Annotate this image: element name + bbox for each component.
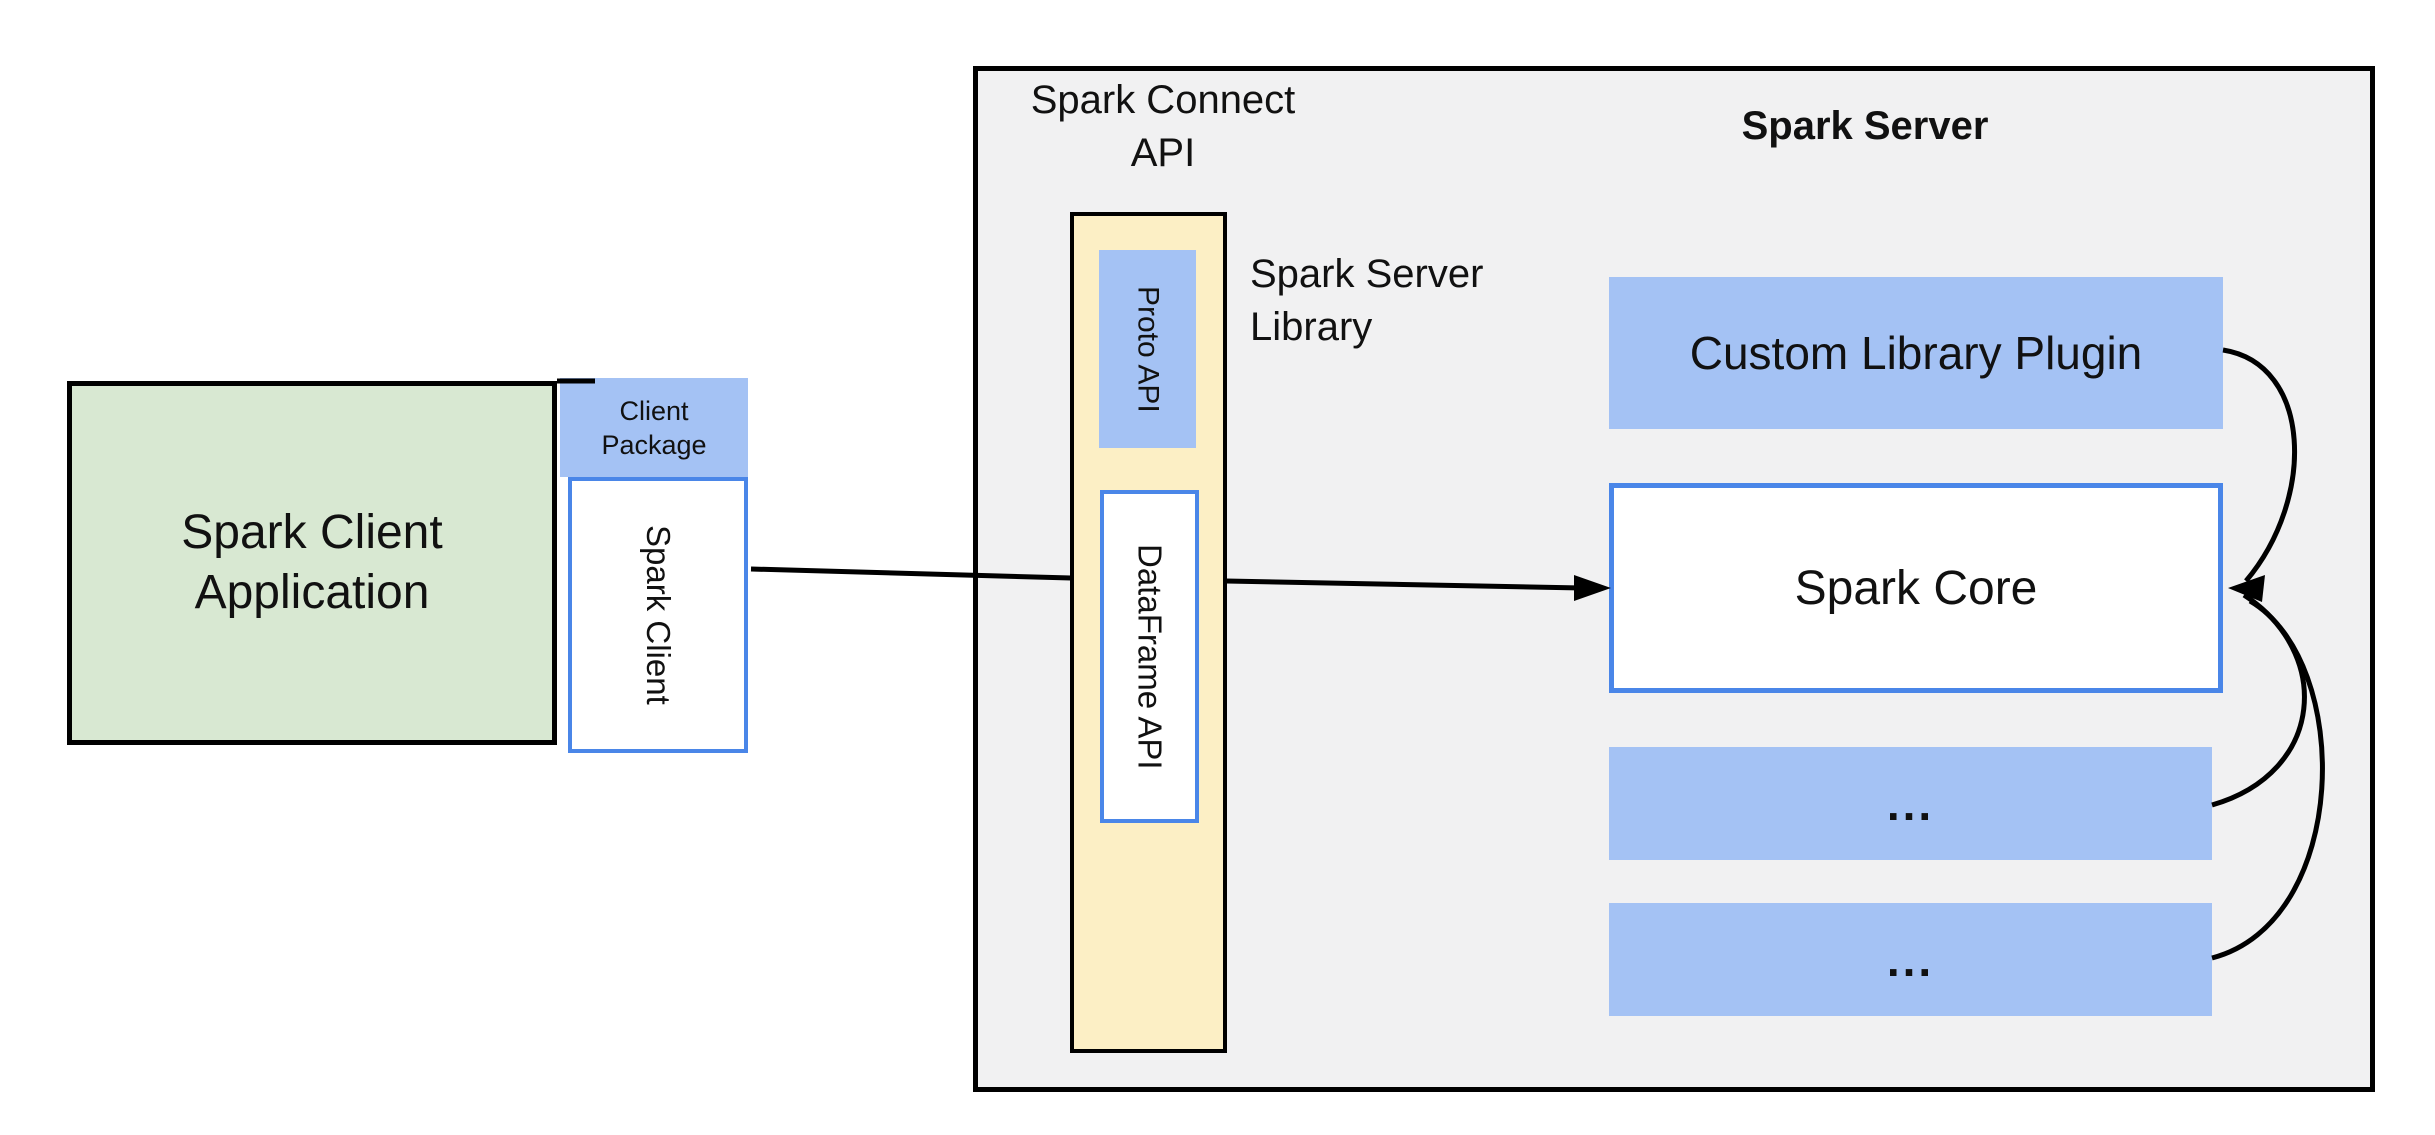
proto-api-box: Proto API bbox=[1099, 250, 1196, 448]
spark-client-box: Spark Client bbox=[568, 477, 748, 753]
spark-server-title: Spark Server bbox=[1741, 104, 1989, 148]
custom-library-plugin-label: Custom Library Plugin bbox=[1689, 327, 2143, 379]
spark-client-application-label: Spark Client Application bbox=[181, 506, 443, 619]
spark-core-box: Spark Core bbox=[1609, 483, 2223, 693]
plugin-slot-2-label: ... bbox=[1886, 933, 1935, 986]
dataframe-api-box: DataFrame API bbox=[1100, 490, 1199, 823]
client-package-box: Client Package bbox=[560, 378, 748, 477]
client-package-label: Client Package bbox=[601, 395, 707, 460]
plugin-slot-1-label: ... bbox=[1886, 777, 1935, 830]
proto-api-label: Proto API bbox=[1131, 285, 1165, 413]
spark-server-library-label: Spark Server Library bbox=[1250, 252, 1484, 349]
spark-client-application-box: Spark Client Application bbox=[67, 381, 557, 745]
plugin-slot-2-box: ... bbox=[1609, 903, 2212, 1016]
custom-library-plugin-box: Custom Library Plugin bbox=[1609, 277, 2223, 429]
spark-core-label: Spark Core bbox=[1794, 561, 2038, 615]
spark-client-label: Spark Client bbox=[640, 525, 677, 705]
plugin-slot-1-box: ... bbox=[1609, 747, 2212, 860]
dataframe-api-label: DataFrame API bbox=[1131, 543, 1169, 770]
spark-connect-api-label: Spark Connect API bbox=[1030, 78, 1296, 175]
